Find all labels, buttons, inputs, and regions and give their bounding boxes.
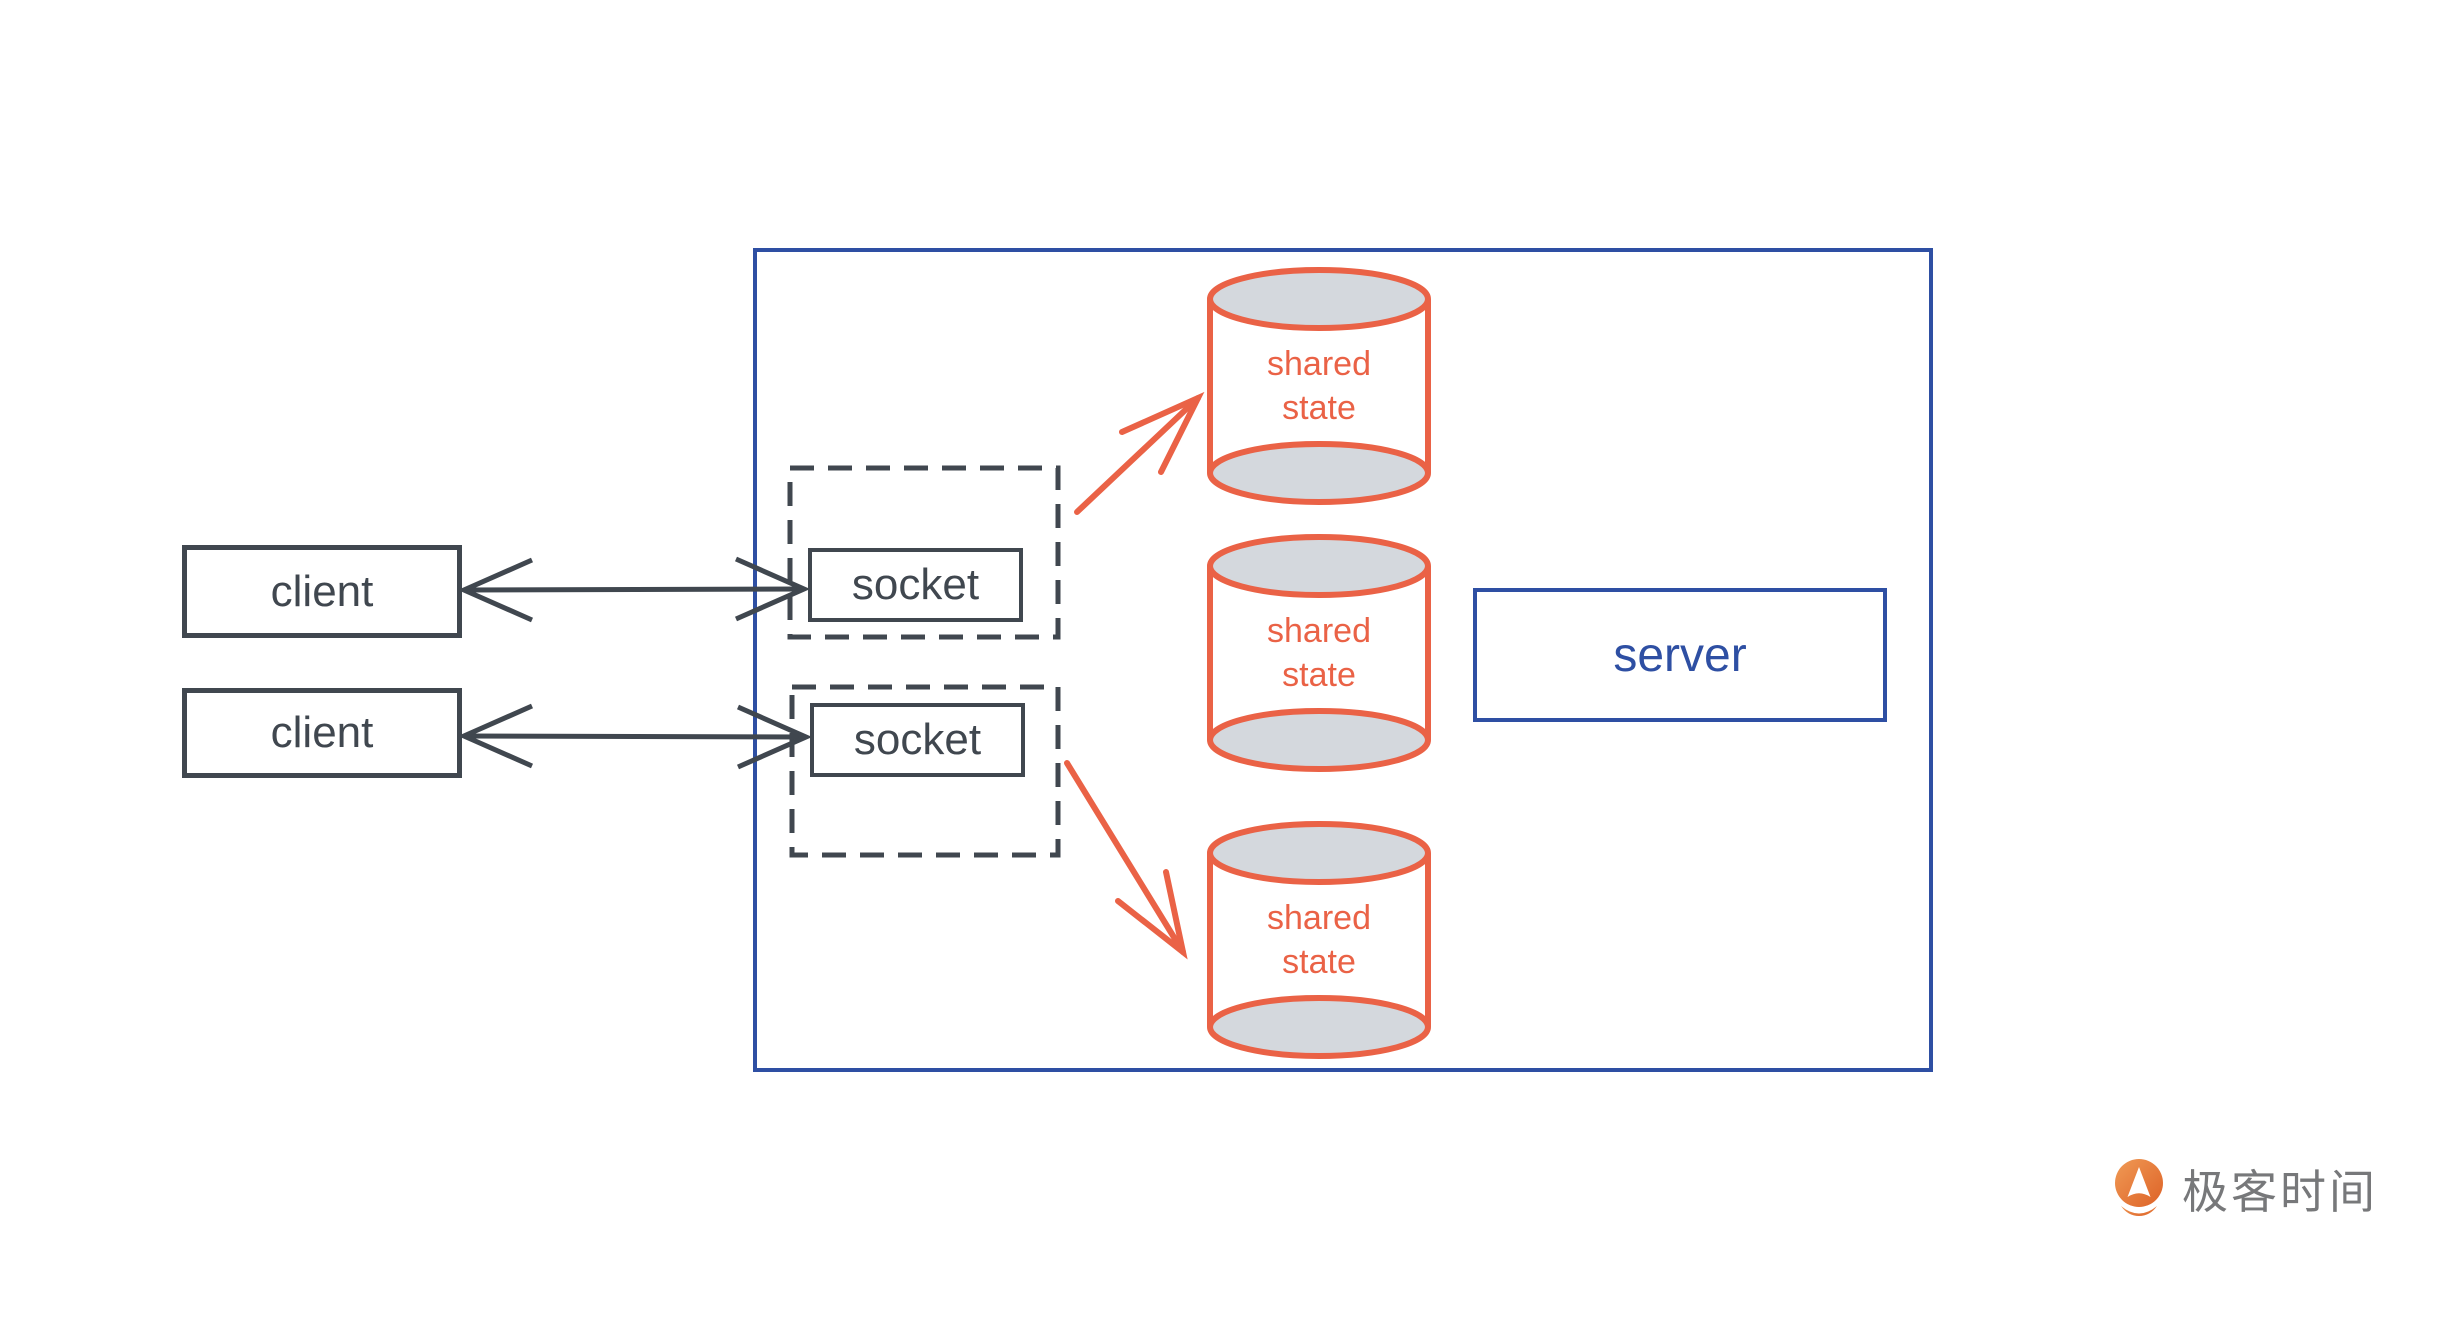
socket-node-2: socket	[810, 703, 1025, 777]
cylinder-shape-icon	[1207, 534, 1431, 772]
server-boundary-box	[753, 248, 1933, 1072]
shared-state-label-3: shared state	[1267, 898, 1371, 981]
client-label-1: client	[270, 566, 374, 616]
client-node-1: client	[182, 545, 462, 638]
shared-state-cylinder-3: shared state	[1205, 820, 1433, 1060]
geektime-logo-icon	[2115, 1159, 2163, 1216]
cylinder-shape-icon	[1207, 267, 1431, 505]
shared-state-label-1: shared state	[1267, 344, 1371, 427]
socket-node-1: socket	[808, 548, 1023, 622]
socket-label-1: socket	[851, 560, 980, 609]
client-label-2: client	[270, 708, 374, 757]
shared-state-cylinder-2: shared state	[1205, 533, 1433, 773]
shared-state-label-2: shared state	[1267, 611, 1371, 694]
server-label: server	[1613, 628, 1747, 682]
brand-logo: 极客时间	[2112, 1156, 2378, 1222]
brand-logo-text: 极客时间	[2182, 1166, 2378, 1218]
cylinder-shape-icon	[1207, 821, 1431, 1059]
client-node-2: client	[182, 688, 462, 778]
server-node: server	[1473, 588, 1887, 722]
shared-state-cylinder-1: shared state	[1205, 266, 1433, 506]
socket-label-2: socket	[853, 715, 982, 764]
